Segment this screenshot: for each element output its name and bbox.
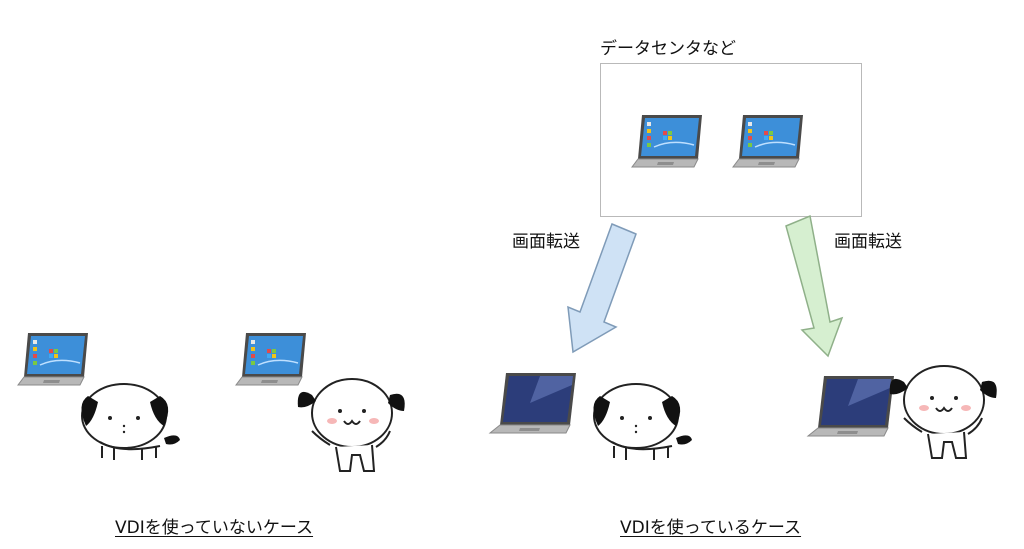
dog-lying-vdi (592, 383, 693, 461)
datacenter-laptop-1 (631, 114, 703, 168)
datacenter-box (600, 63, 862, 217)
caption-with-vdi: VDIを使っているケース (620, 518, 802, 538)
thin-laptop-vdi-1 (489, 372, 577, 434)
datacenter-label: データセンタなど (600, 39, 736, 59)
transfer-label-left: 画面転送 (512, 232, 580, 252)
transfer-arrow-left (567, 223, 637, 354)
dog-lying-no-vdi (80, 383, 181, 461)
transfer-arrow-right (785, 214, 844, 358)
transfer-label-right: 画面転送 (834, 232, 902, 252)
dog-standing-vdi (888, 365, 998, 459)
caption-without-vdi: VDIを使っていないケース (115, 518, 314, 538)
laptop-no-vdi-2 (235, 332, 307, 386)
thin-laptop-vdi-2 (807, 375, 895, 437)
dog-standing-no-vdi (296, 378, 406, 472)
datacenter-laptop-2 (732, 114, 804, 168)
laptop-no-vdi-1 (17, 332, 89, 386)
